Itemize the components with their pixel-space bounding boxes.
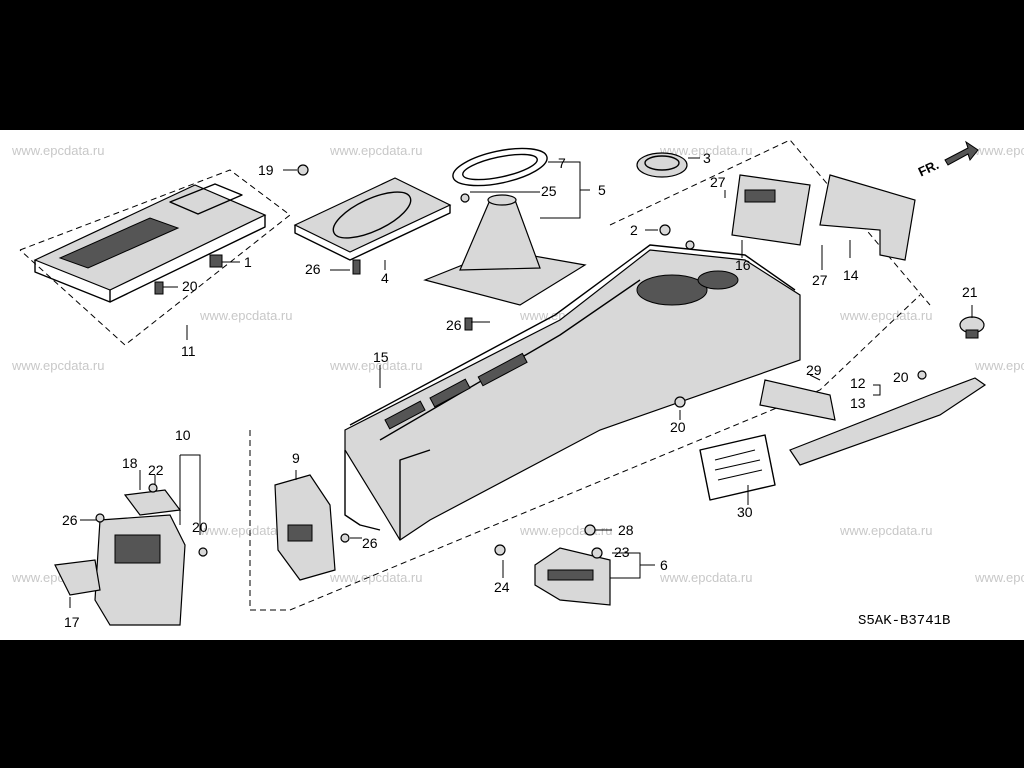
- watermark: www.epcdata.ru: [329, 358, 423, 373]
- boot-panel-part-4: [293, 177, 452, 275]
- watermark: www.epcdata.ru: [659, 143, 753, 158]
- svg-text:FR.: FR.: [916, 157, 941, 179]
- pocket-part-17: [54, 559, 101, 596]
- callout-27-a: 27: [710, 174, 726, 190]
- callout-9: 9: [292, 450, 300, 466]
- fastener-part-21: [959, 316, 985, 339]
- panel-part-10: [94, 514, 186, 626]
- watermark: www.epcdata.ru: [199, 523, 293, 538]
- callout-26-d: 26: [62, 512, 78, 528]
- callout-16: 16: [735, 257, 751, 273]
- watermarks: www.epcdata.ru www.epcdata.ru www.epcdat…: [11, 143, 1024, 585]
- callout-30: 30: [737, 504, 753, 520]
- clip-part-20: [154, 281, 164, 295]
- boot-ring-part-7: [452, 147, 548, 187]
- leader-lines: [69, 157, 973, 608]
- callout-28: 28: [618, 522, 634, 538]
- callout-7: 7: [558, 155, 566, 171]
- callout-29: 29: [806, 362, 822, 378]
- center-console-part-15: [344, 244, 801, 541]
- callout-27-b: 27: [812, 272, 828, 288]
- side-trim-part-12-13: [789, 377, 987, 466]
- callout-2: 2: [630, 222, 638, 238]
- callout-25: 25: [541, 183, 557, 199]
- callout-11: 11: [181, 343, 196, 359]
- watermark: www.epcdata.ru: [329, 143, 423, 158]
- callout-23: 23: [614, 544, 630, 560]
- callout-4: 4: [381, 270, 389, 286]
- callout-26-a: 26: [305, 261, 321, 277]
- callout-26-b: 26: [446, 317, 462, 333]
- front-arrow-icon: FR.: [916, 140, 979, 179]
- watermark: www.epcdata.ru: [329, 570, 423, 585]
- callout-17: 17: [64, 614, 80, 630]
- callout-20-b: 20: [670, 419, 686, 435]
- trim-part-29: [759, 379, 836, 421]
- callout-19: 19: [258, 162, 274, 178]
- watermark: www.epcdata.ru: [974, 143, 1024, 158]
- screws: [95, 164, 927, 559]
- callout-14: 14: [843, 267, 859, 283]
- watermark: www.epcdata.ru: [839, 523, 933, 538]
- parts-diagram: www.epcdata.ru www.epcdata.ru www.epcdat…: [0, 130, 1024, 640]
- callout-13: 13: [850, 395, 866, 411]
- callout-20-c: 20: [893, 369, 909, 385]
- callout-20-d: 20: [192, 519, 208, 535]
- watermark: www.epcdata.ru: [11, 143, 105, 158]
- callout-3: 3: [703, 150, 711, 166]
- console-outline: [249, 294, 921, 611]
- callout-6: 6: [660, 557, 668, 573]
- callout-1: 1: [244, 254, 252, 270]
- callout-20-a: 20: [182, 278, 198, 294]
- callout-15: 15: [373, 349, 389, 365]
- callout-5: 5: [598, 182, 606, 198]
- diagram-code: S5AK-B3741B: [858, 613, 950, 629]
- clip-part-1: [209, 254, 223, 268]
- watermark: www.epcdata.ru: [839, 308, 933, 323]
- watermark: www.epcdata.ru: [974, 358, 1024, 373]
- watermark: www.epcdata.ru: [11, 358, 105, 373]
- panel-part-6: [534, 547, 611, 606]
- bracket-part-9: [274, 474, 336, 581]
- cover-part-14: [819, 174, 916, 261]
- callout-10: 10: [175, 427, 191, 443]
- watermark: www.epcdata.ru: [199, 308, 293, 323]
- parts-diagram-svg: www.epcdata.ru www.epcdata.ru www.epcdat…: [11, 139, 1024, 630]
- watermark: www.epcdata.ru: [659, 570, 753, 585]
- bracket-part-18: [123, 489, 182, 516]
- cover-part-16: [731, 174, 811, 246]
- shift-boot-part-5: [423, 194, 587, 331]
- watermark: www.epcdata.ru: [974, 570, 1024, 585]
- shift-panel-part-11: [33, 183, 267, 303]
- callout-22: 22: [148, 462, 164, 478]
- callout-18: 18: [122, 455, 138, 471]
- callouts: 1 2 3 4 5 6 7 9 10 11 12 13 14 15 16 17 …: [62, 150, 978, 630]
- callout-12: 12: [850, 375, 866, 391]
- callout-21: 21: [962, 284, 978, 300]
- label-part-30: [699, 434, 776, 501]
- callout-24: 24: [494, 579, 510, 595]
- callout-26-c: 26: [362, 535, 378, 551]
